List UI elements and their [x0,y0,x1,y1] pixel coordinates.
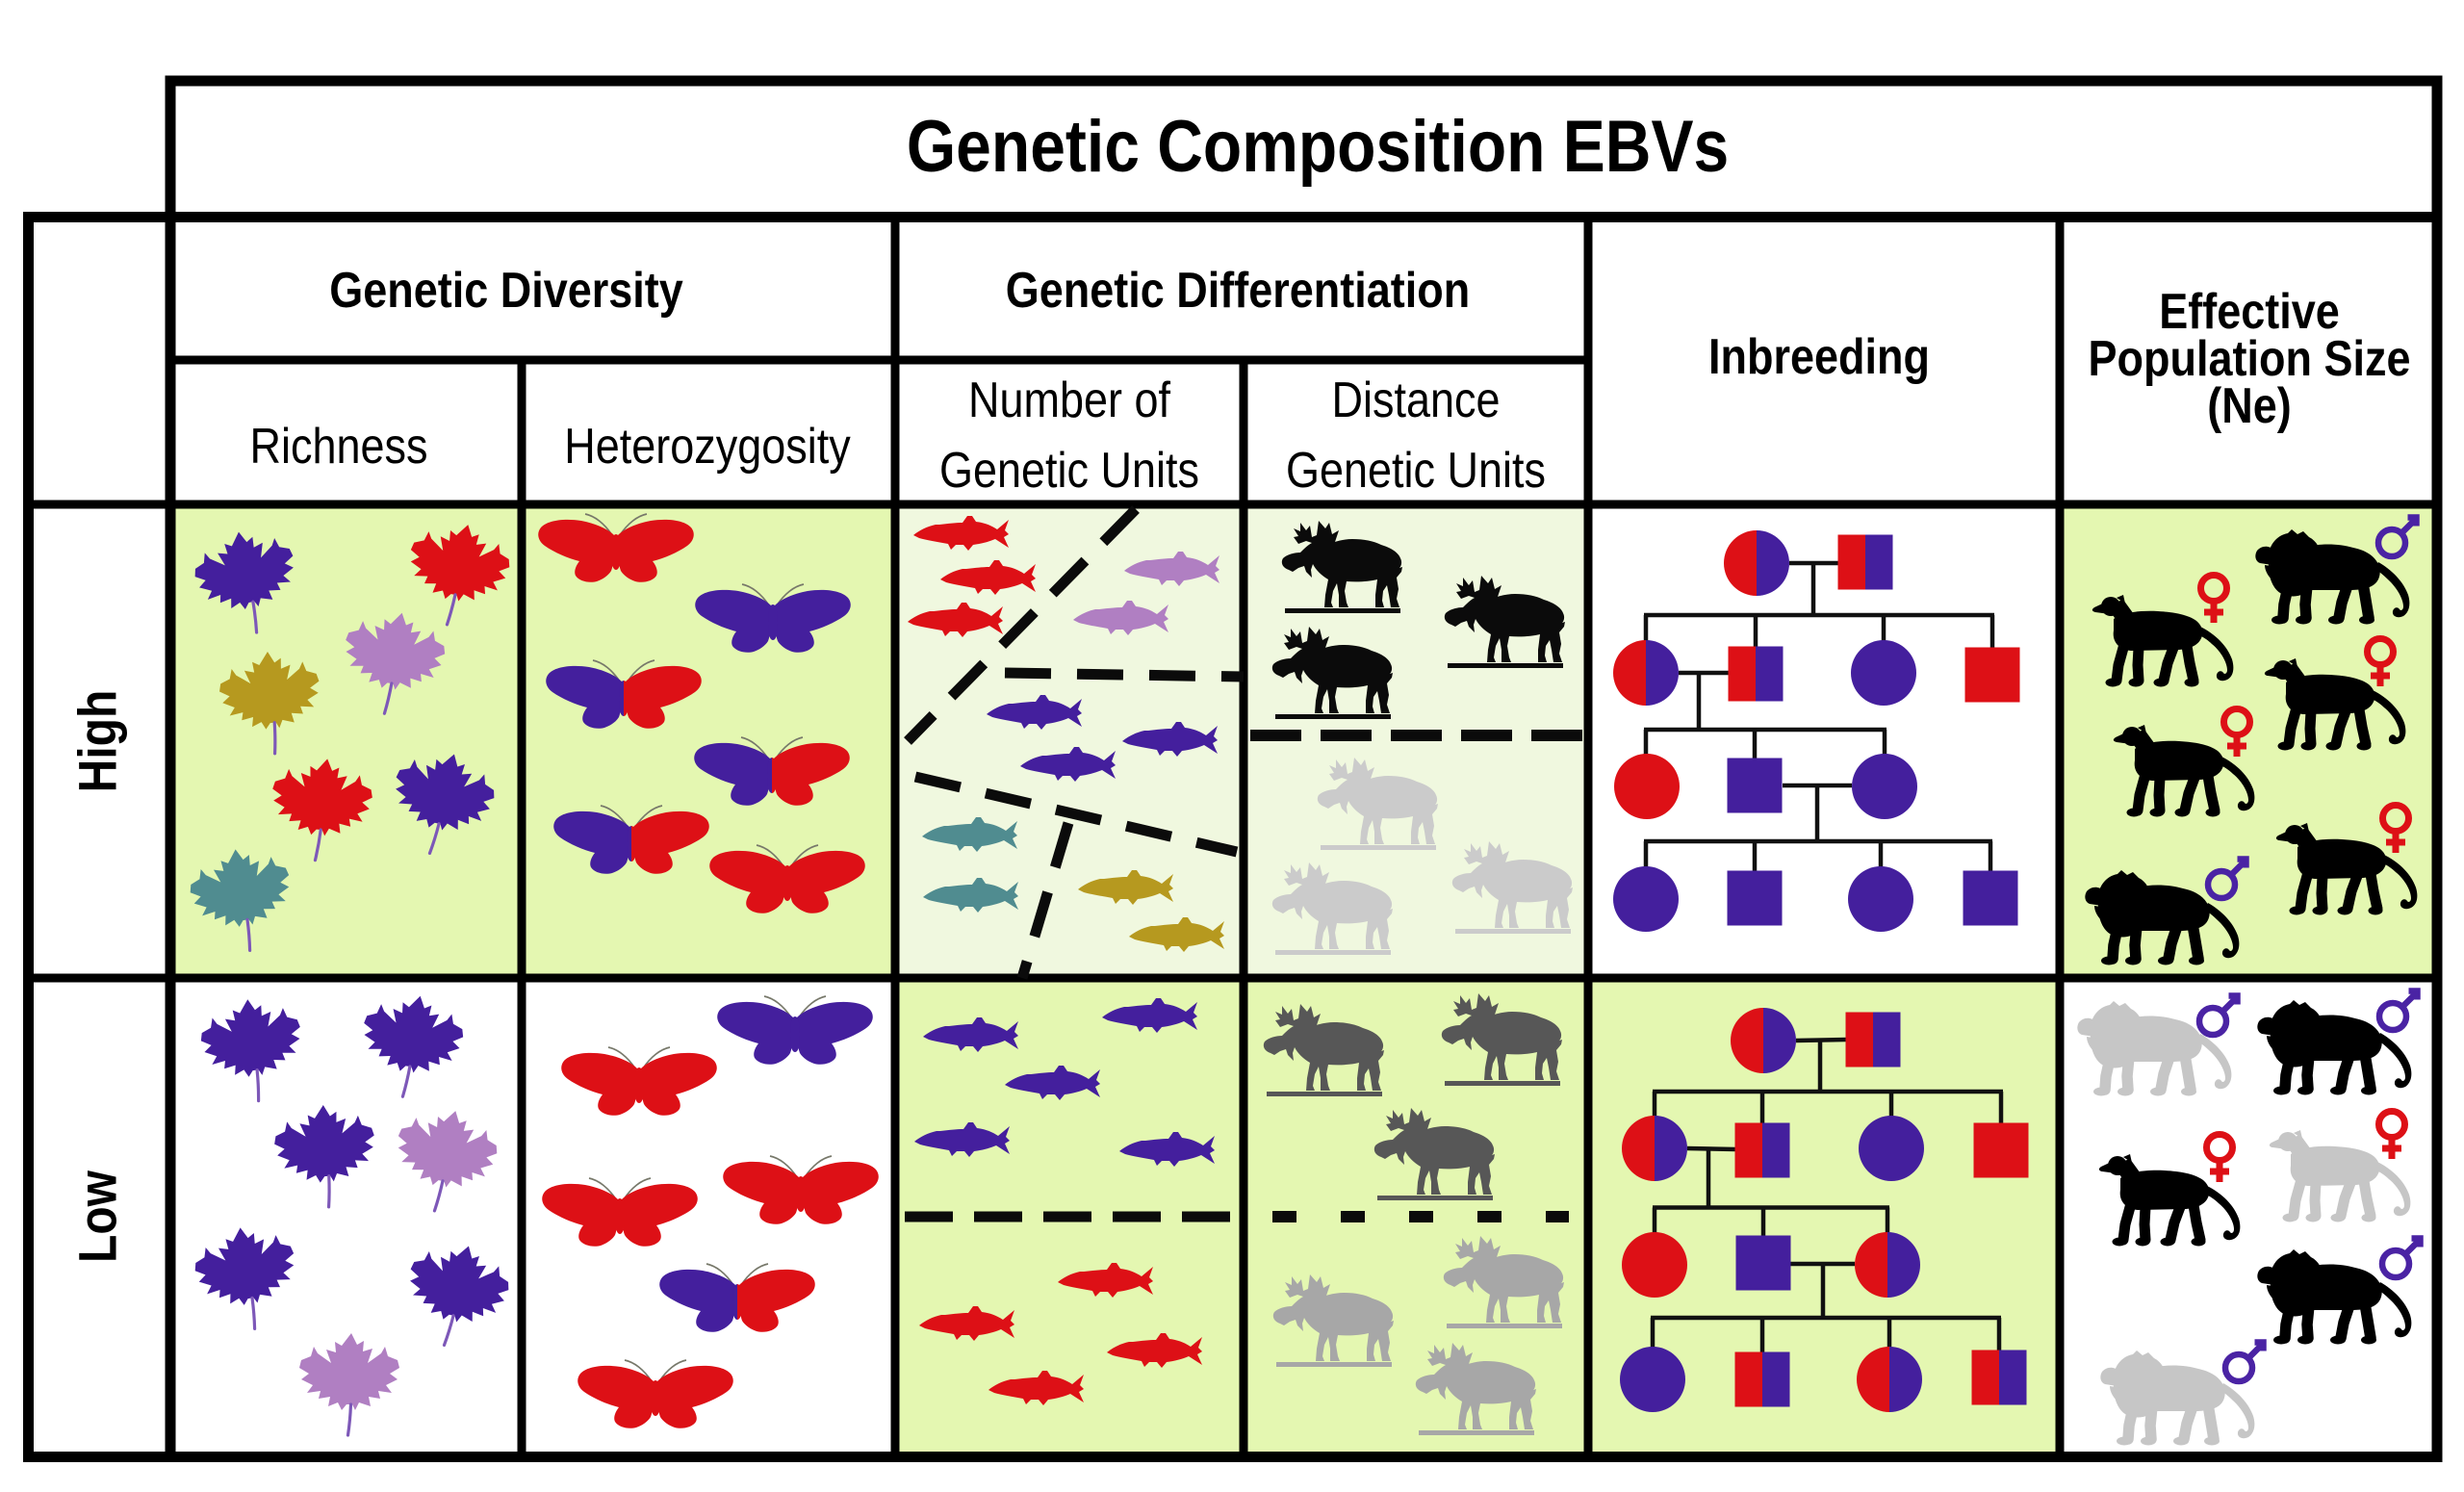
svg-text:Genetic Units: Genetic Units [1286,443,1546,499]
svg-text:Genetic Diversity: Genetic Diversity [329,263,683,319]
svg-text:Genetic Differentiation: Genetic Differentiation [1006,263,1470,319]
svg-text:Effective: Effective [2159,284,2340,340]
svg-text:High: High [67,690,127,793]
svg-text:(Ne): (Ne) [2207,378,2291,434]
svg-text:Population Size: Population Size [2089,331,2411,387]
svg-text:Low: Low [67,1170,127,1263]
svg-text:Distance: Distance [1331,373,1500,428]
svg-text:Genetic Units: Genetic Units [939,443,1199,499]
svg-text:Genetic Composition EBVs: Genetic Composition EBVs [907,107,1729,188]
svg-text:Heterozygosity: Heterozygosity [564,419,851,475]
svg-text:Richness: Richness [249,419,427,475]
svg-text:Number of: Number of [968,373,1171,428]
svg-text:Inbreeding: Inbreeding [1708,329,1930,385]
